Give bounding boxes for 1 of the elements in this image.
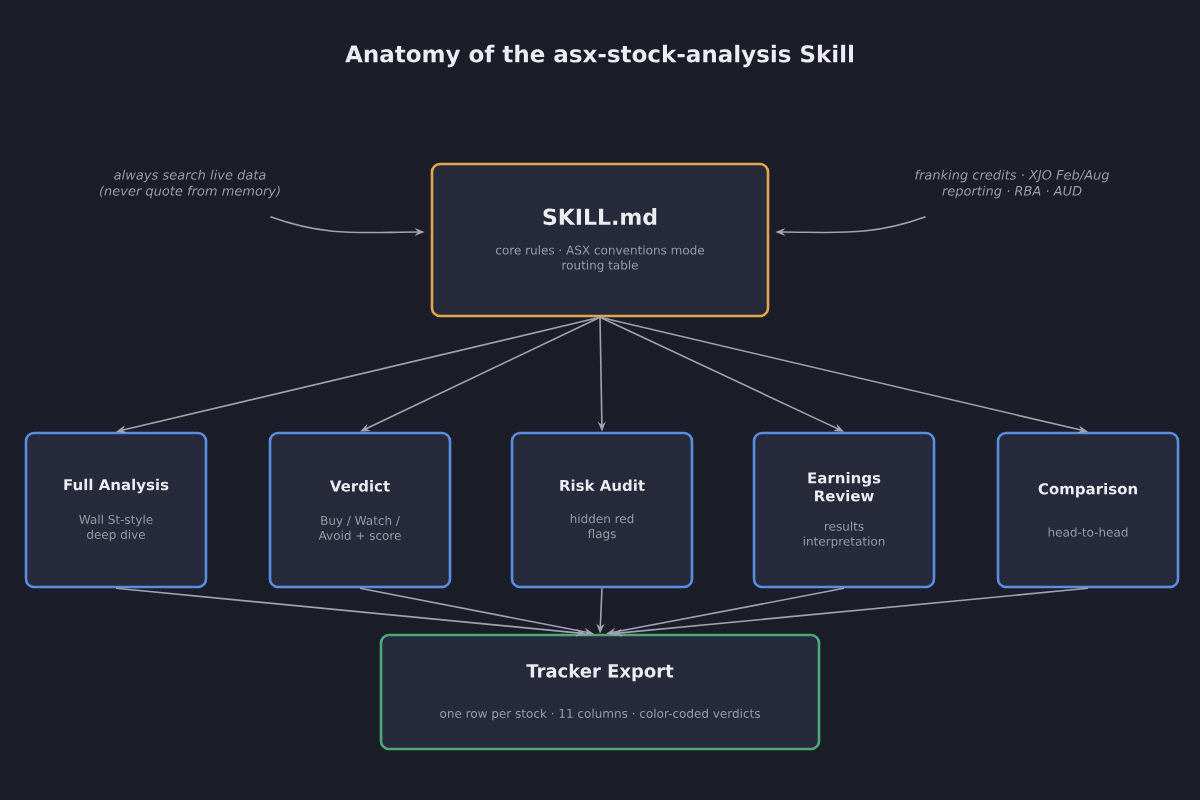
title: Anatomy of the asx-stock-analysis Skill xyxy=(345,44,853,68)
